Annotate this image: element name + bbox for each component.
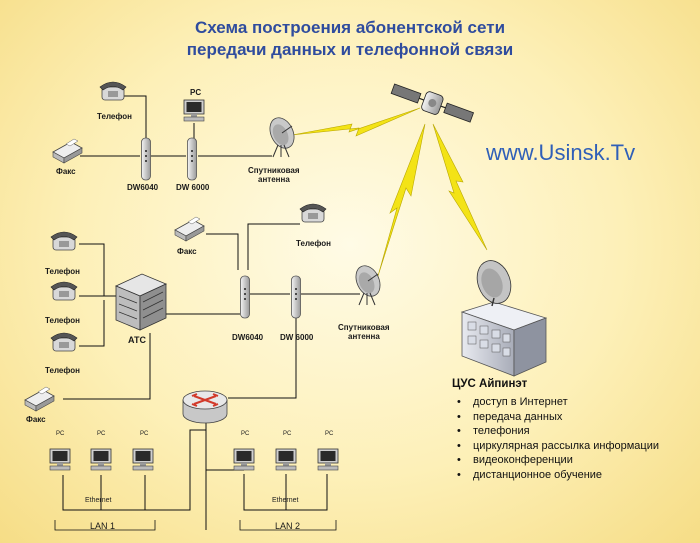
ethernet-label-lan1: Ethernet (85, 497, 112, 504)
pc-label: PC (241, 431, 250, 437)
lan2-label: LAN 2 (275, 521, 301, 531)
satellite-antenna-label-line-1: Спутниковая (248, 166, 300, 175)
hub-service-item: доступ в Интернет (455, 395, 659, 410)
satellite-dish-icon (264, 113, 300, 158)
hub-service-item: передача данных (455, 410, 659, 425)
satellite-antenna-label-line-2: антенна (258, 175, 290, 184)
modem-label-dw6000: DW 6000 (280, 333, 314, 342)
fax-label: Факс (177, 247, 197, 256)
pc-icon (132, 448, 154, 471)
phone-label: Телефон (296, 239, 331, 248)
phone-icon (50, 332, 78, 352)
pc-label: PC (283, 431, 292, 437)
phone-icon (299, 203, 327, 223)
pc-icon (317, 448, 339, 471)
modem-icon (291, 275, 301, 319)
satellite-dish-icon (350, 261, 386, 306)
modem-icon (141, 137, 151, 181)
modem-icon (187, 137, 197, 181)
ethernet-label-lan2: Ethernet (272, 497, 299, 504)
hub-service-item: циркулярная рассылка информации (455, 439, 659, 454)
phone-label: Телефон (45, 267, 80, 276)
pc-icon (183, 99, 205, 122)
pc-icon (90, 448, 112, 471)
phone-icon (50, 231, 78, 251)
pc-label: PC (56, 431, 65, 437)
lightning-bolt-2 (377, 123, 426, 277)
modem-label-dw6000: DW 6000 (176, 183, 210, 192)
modem-label-dw6040: DW6040 (127, 183, 159, 192)
phone-icon (99, 81, 127, 101)
pbx-label: АТС (128, 335, 147, 345)
hub-service-item: телефония (455, 424, 659, 439)
hub-title: ЦУС Айпинэт (452, 378, 528, 390)
pc-icon (275, 448, 297, 471)
pc-icon (49, 448, 71, 471)
phone-label: Телефон (97, 112, 132, 121)
router-icon (182, 390, 228, 424)
phone-label: Телефон (45, 366, 80, 375)
modem-icon (240, 275, 250, 319)
pc-label: PC (190, 88, 202, 97)
hub-service-item: видеоконференции (455, 453, 659, 468)
satellite-icon (390, 83, 475, 123)
pc-icon (233, 448, 255, 471)
pc-label: PC (97, 431, 106, 437)
lightning-bolt-1 (291, 107, 421, 137)
lan-brackets (54, 520, 337, 531)
fax-label: Факс (56, 167, 76, 176)
diagram-title-line-1: Схема построения абонентской сети (194, 18, 506, 37)
fax-icon (24, 386, 55, 412)
fax-icon (52, 138, 83, 164)
pc-label: PC (325, 431, 334, 437)
diagram-title-line-2: передачи данных и телефонной связи (186, 40, 514, 59)
watermark: www.Usinsk.Tv (486, 140, 636, 165)
pc-label: PC (140, 431, 149, 437)
fax-label: Факс (26, 415, 46, 424)
hub-service-item: дистанционное обучение (455, 468, 659, 483)
hub-building-icon (460, 260, 548, 377)
modem-label-dw6040: DW6040 (232, 333, 264, 342)
connection-lines (62, 95, 360, 530)
pbx-icon (115, 273, 167, 331)
satellite-antenna-label-line-1: Спутниковая (338, 323, 390, 332)
lan1-label: LAN 1 (90, 521, 116, 531)
hub-services-list: доступ в Интернет передача данных телефо… (455, 395, 659, 483)
satellite-antenna-label-line-2: антенна (348, 332, 380, 341)
fax-icon (174, 216, 205, 242)
satellite-beams (291, 107, 488, 277)
phone-icon (50, 281, 78, 301)
phone-label: Телефон (45, 316, 80, 325)
lightning-bolt-3 (432, 123, 488, 251)
